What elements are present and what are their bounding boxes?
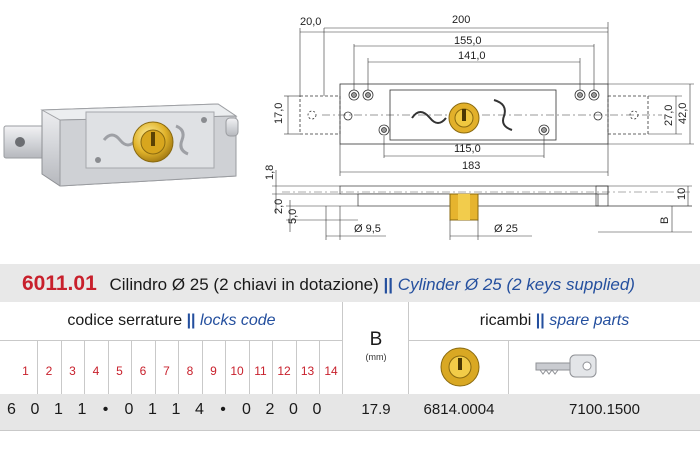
dim-text: 20,0 [300, 16, 321, 28]
spare-key-icon [535, 354, 597, 378]
product-code: 6011.01 [22, 272, 97, 295]
code-digit: 1 [54, 401, 63, 418]
code-digit: 6 [7, 401, 16, 418]
dim-text: 10 [676, 188, 688, 200]
code-digit: 2 [265, 401, 275, 418]
divider [0, 430, 700, 431]
position-number: 11 [254, 364, 267, 378]
dim-text: 27,0 [663, 105, 675, 126]
dim-text: 183 [462, 160, 480, 172]
column-divider [201, 340, 203, 394]
divider [0, 340, 343, 341]
dim-text: 155,0 [454, 35, 482, 47]
code-digit: 0 [312, 401, 322, 418]
spare-parts-header: ricambi || spare parts [409, 312, 700, 330]
position-number: 2 [45, 364, 53, 378]
dim-text: 200 [452, 14, 470, 26]
code-digit: • [102, 401, 109, 418]
dim-text: 42,0 [677, 103, 689, 124]
column-divider [178, 340, 179, 394]
column-divider [248, 340, 250, 394]
code-digit: 0 [124, 401, 134, 418]
locks-code-header-en: locks code [199, 312, 276, 329]
code-column-border [0, 302, 343, 394]
code-digit: • [220, 401, 226, 418]
product-title-bar: 6011.01 Cilindro Ø 25 (2 chiavi in dotaz… [0, 262, 700, 302]
column-divider [154, 340, 156, 394]
spare-cylinder-cell [409, 340, 509, 394]
column-divider [225, 340, 226, 394]
position-number: 13 [300, 364, 315, 378]
position-number: 5 [116, 364, 123, 378]
column-divider [319, 340, 320, 394]
b-column-border [343, 302, 409, 394]
position-number: 8 [186, 364, 194, 378]
column-divider [37, 340, 38, 394]
position-number: 12 [277, 364, 291, 378]
spare-parts-header-it: ricambi [479, 312, 532, 329]
code-digit: 0 [30, 401, 40, 418]
dim-text: 115,0 [454, 143, 481, 155]
title-separator: || [383, 275, 394, 294]
column-divider [60, 340, 62, 394]
dim-text: Ø 25 [494, 223, 518, 235]
dim-text: 141,0 [458, 50, 486, 62]
product-photo [3, 103, 239, 187]
dim-text: 5,0 [287, 209, 299, 224]
header-separator: || [535, 312, 545, 329]
dim-text: 2,0 [273, 199, 285, 214]
column-divider [107, 340, 109, 394]
title-english: Cylinder Ø 25 (2 keys supplied) [397, 275, 635, 294]
position-number: 14 [324, 364, 338, 378]
code-digit: 0 [242, 401, 251, 418]
spare-parts-header-en: spare parts [549, 312, 630, 329]
divider [409, 340, 700, 341]
code-digit: 1 [148, 401, 157, 418]
b-header: B [369, 329, 383, 350]
code-digit: 1 [77, 401, 87, 418]
dim-text: 1,8 [264, 165, 276, 180]
column-divider [131, 340, 132, 394]
title-italian: Cilindro Ø 25 (2 chiavi in dotazione) [109, 275, 379, 294]
spare-key-code: 7100.1500 [569, 401, 640, 418]
code-digit: 1 [171, 401, 181, 418]
dim-text: B [659, 217, 671, 224]
code-digit: 4 [195, 401, 204, 418]
position-number: 7 [163, 364, 170, 378]
b-value: 17.9 [361, 401, 391, 418]
locks-code-header-it: codice serrature [67, 312, 183, 329]
position-number: 9 [210, 364, 217, 378]
position-number: 10 [230, 364, 244, 378]
position-number: 1 [22, 364, 29, 378]
dim-text: 17,0 [273, 103, 285, 124]
b-unit: (mm) [365, 352, 387, 362]
dim-text: Ø 9,5 [354, 223, 381, 235]
spare-cylinder-icon [440, 347, 480, 387]
column-divider [84, 340, 85, 394]
locks-code-header: codice serrature || locks code [0, 312, 343, 330]
position-number: 3 [69, 364, 76, 378]
column-divider [272, 340, 273, 394]
position-number: 4 [92, 364, 100, 378]
header-separator: || [186, 312, 196, 329]
technical-drawing: 20,0 200 155,0 141,0 17,0 27,0 42,0 115,… [264, 14, 694, 240]
spare-cylinder-code: 6814.0004 [423, 401, 495, 418]
code-digit: 0 [289, 401, 298, 418]
column-divider [295, 340, 297, 394]
value-row [0, 394, 700, 430]
position-number: 6 [139, 364, 147, 378]
